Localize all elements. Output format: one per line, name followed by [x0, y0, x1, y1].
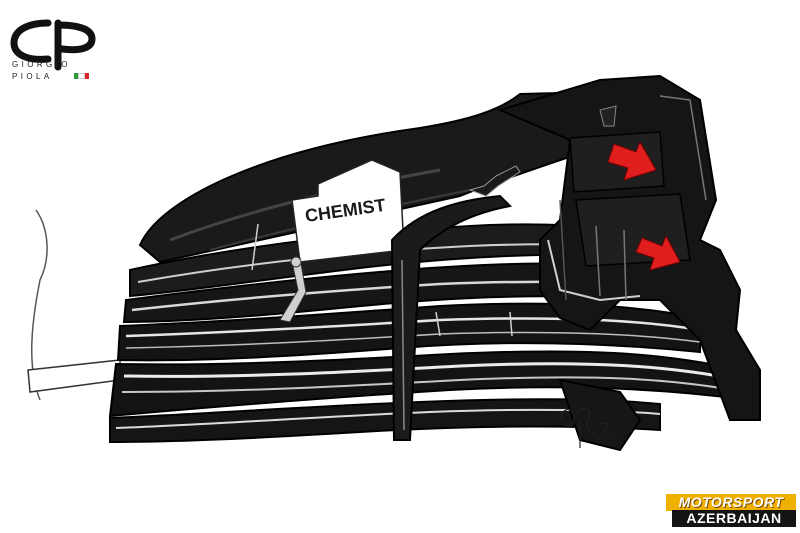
motorsport-azerbaijan-logo: MOTORSPORT AZERBAIJAN [666, 494, 796, 528]
badge-line2: AZERBAIJAN [672, 510, 796, 527]
signature-text: GP 17 [596, 434, 614, 442]
brand-name-line2: PIOLA [12, 72, 53, 81]
red-arrow-icon [635, 234, 681, 271]
italian-flag-icon [74, 73, 89, 79]
brand-name-line1: GIORGIO [12, 60, 71, 69]
gp-logo-icon [10, 19, 96, 71]
red-arrow-icon [607, 140, 657, 181]
flap-bracket [279, 257, 307, 323]
badge-line1: MOTORSPORT [666, 494, 796, 511]
artist-signature: GP 17 [561, 407, 614, 448]
sponsor-panel [291, 159, 405, 263]
